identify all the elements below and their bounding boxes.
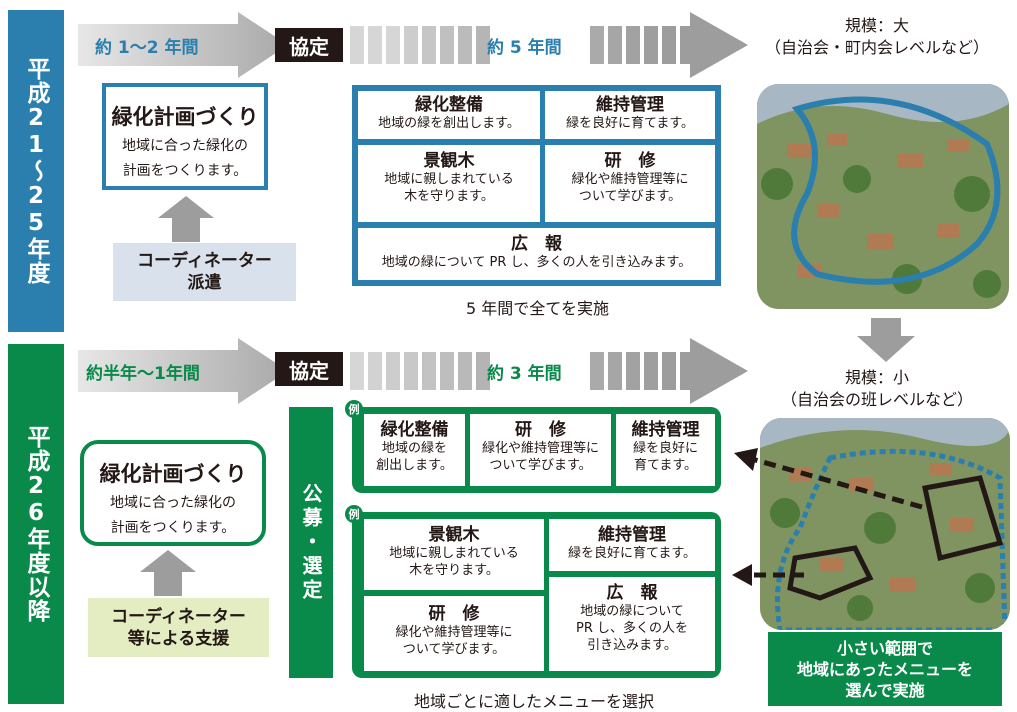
up-arrow-bottom — [140, 550, 196, 596]
period-label-top: 平成21〜25年度 — [8, 10, 64, 332]
plan-desc-top-2: 計画をつくります。 — [122, 163, 248, 179]
coordinator-text-bottom-2: 等による支援 — [127, 628, 230, 649]
caption-top: 5 年間で全てを実施 — [466, 299, 609, 318]
coordinator-text-bottom-1: コーディネーター — [111, 606, 246, 627]
small-note-3: 選んで実施 — [845, 680, 925, 700]
example2-cell-keikan: 景観木 地域に親しまれている 木を守ります。 — [364, 519, 544, 590]
menu-desc: 緑を良好に育てます。 — [567, 546, 697, 561]
menu-desc: 育てます。 — [633, 458, 698, 473]
plan-desc-top-1: 地域に合った緑化の — [122, 138, 248, 154]
duration-label-top-2: 約 5 年間 — [487, 38, 562, 58]
pointer-arrow-2 — [732, 564, 804, 586]
small-scale-note: 小さい範囲で 地域にあったメニューを 選んで実施 — [768, 632, 1002, 706]
small-note-2: 地域にあったメニューを — [796, 659, 973, 679]
menu-title: 研 修 — [515, 420, 566, 440]
menu-desc: 地域の緑を — [381, 441, 447, 456]
plan-desc-bottom-2: 計画をつくります。 — [110, 520, 236, 536]
town-illustration-small — [760, 418, 1010, 630]
menu-title: 景観木 — [423, 151, 475, 171]
timeline-arrow-top-2 — [350, 12, 748, 78]
example-badge-1: 例 — [345, 400, 363, 418]
duration-label-bottom-2: 約 3 年間 — [487, 364, 562, 384]
pointer-arrow-1 — [734, 448, 923, 510]
plan-box-bottom: 緑化計画づくり 地域に合った緑化の 計画をつくります。 — [80, 440, 266, 546]
menu-title: 維持管理 — [596, 95, 664, 115]
menu-desc: 引き込みます。 — [587, 638, 677, 653]
example1-cell-ryokuka: 緑化整備 地域の緑を 創出します。 — [364, 414, 465, 486]
example2-cell-iji: 維持管理 緑を良好に育てます。 — [549, 519, 715, 571]
timeline-arrow-bottom-1 — [78, 338, 288, 404]
menu-desc: 地域に親しまれている — [389, 546, 519, 561]
period-label-bottom: 平成26年度以降 — [8, 344, 64, 704]
coordinator-text-top-1: コーディネーター — [137, 251, 272, 271]
menu-title: 緑化整備 — [415, 95, 483, 115]
menu-title: 景観木 — [428, 525, 480, 545]
selection-label: 公募・選定 — [289, 407, 333, 678]
example-badge-2: 例 — [345, 505, 363, 523]
coordinator-box-bottom: コーディネーター 等による支援 — [88, 598, 269, 657]
menu-cell-keikan: 景観木 地域に親しまれている 木を守ります。 — [358, 145, 540, 222]
scale-label-large: 規模：大 （自治会・町内会レベルなど） — [742, 15, 1012, 59]
town-illustration-large-art — [757, 84, 1009, 309]
menu-cell-iji: 維持管理 緑を良好に育てます。 — [545, 91, 715, 139]
menu-title: 緑化整備 — [380, 420, 449, 440]
town-illustration-large — [757, 84, 1009, 309]
up-arrow-top — [158, 196, 214, 242]
menu-title: 維持管理 — [631, 420, 700, 440]
timeline-arrow-top-1 — [78, 12, 288, 78]
example1-cell-iji: 維持管理 緑を良好に 育てます。 — [616, 414, 715, 486]
menu-desc: ついて学びます。 — [489, 458, 592, 473]
menu-desc: 木を守ります。 — [409, 563, 499, 578]
coordinator-text-top-2: 派遣 — [187, 273, 222, 293]
example2-cell-koho: 広 報 地域の緑について PR し、多くの人を 引き込みます。 — [549, 577, 715, 671]
caption-bottom: 地域ごとに適したメニューを選択 — [414, 692, 655, 711]
scale-small-2: （自治会の班レベルなど） — [780, 390, 973, 409]
menu-desc: 地域に親しまれている — [384, 172, 514, 187]
timeline-arrow-bottom-2 — [350, 338, 748, 404]
plan-box-top: 緑化計画づくり 地域に合った緑化の 計画をつくります。 — [102, 83, 268, 190]
plan-title-bottom: 緑化計画づくり — [99, 462, 247, 486]
menu-title: 研 修 — [604, 151, 656, 171]
scale-label-small: 規模：小 （自治会の班レベルなど） — [752, 367, 1002, 411]
duration-label-bottom-1: 約半年〜1年間 — [86, 364, 200, 384]
plan-desc-bottom-1: 地域に合った緑化の — [110, 495, 236, 511]
menu-title: 維持管理 — [598, 525, 666, 545]
menu-cell-kenshu: 研 修 緑化や維持管理等に ついて学びます。 — [545, 145, 715, 222]
menu-desc: 地域の緑を創出します。 — [378, 116, 520, 131]
menu-title: 研 修 — [428, 604, 480, 624]
plan-title-top: 緑化計画づくり — [111, 105, 259, 129]
menu-desc: 木を守ります。 — [404, 189, 494, 204]
menu-desc: 緑化や維持管理等に — [481, 441, 599, 456]
menu-desc: 地域の緑について — [580, 604, 684, 619]
duration-label-top-1: 約 1〜2 年間 — [95, 38, 199, 58]
down-arrow-right — [857, 318, 915, 362]
menu-cell-ryokuka: 緑化整備 地域の緑を創出します。 — [358, 91, 540, 139]
scale-large-1: 規模：大 — [844, 16, 909, 35]
menu-desc: ついて学びます。 — [402, 642, 506, 657]
scale-small-1: 規模：小 — [844, 368, 909, 387]
example2-cell-kenshu: 研 修 緑化や維持管理等に ついて学びます。 — [364, 596, 544, 671]
agreement-label-top: 協定 — [275, 28, 343, 62]
town-illustration-small-art — [760, 418, 1010, 630]
agreement-label-bottom: 協定 — [275, 352, 343, 386]
menu-desc: 緑化や維持管理等に — [395, 625, 513, 640]
menu-desc: 創出します。 — [376, 458, 453, 473]
menu-title: 広 報 — [606, 583, 658, 603]
menu-desc: 緑を良好に — [632, 441, 698, 456]
menu-desc: 緑を良好に育てます。 — [565, 116, 695, 131]
menu-desc: 地域の緑について PR し、多くの人を引き込みます。 — [381, 255, 692, 270]
menu-desc: 緑化や維持管理等に — [571, 172, 689, 187]
menu-title: 広 報 — [511, 234, 562, 254]
menu-cell-koho: 広 報 地域の緑について PR し、多くの人を引き込みます。 — [358, 228, 715, 280]
menu-desc: ついて学びます。 — [578, 189, 682, 204]
menu-desc: PR し、多くの人を — [575, 621, 688, 636]
example1-cell-kenshu: 研 修 緑化や維持管理等に ついて学びます。 — [470, 414, 611, 486]
coordinator-box-top: コーディネーター 派遣 — [113, 243, 296, 301]
small-note-1: 小さい範囲で — [836, 638, 933, 658]
scale-large-2: （自治会・町内会レベルなど） — [764, 38, 989, 57]
